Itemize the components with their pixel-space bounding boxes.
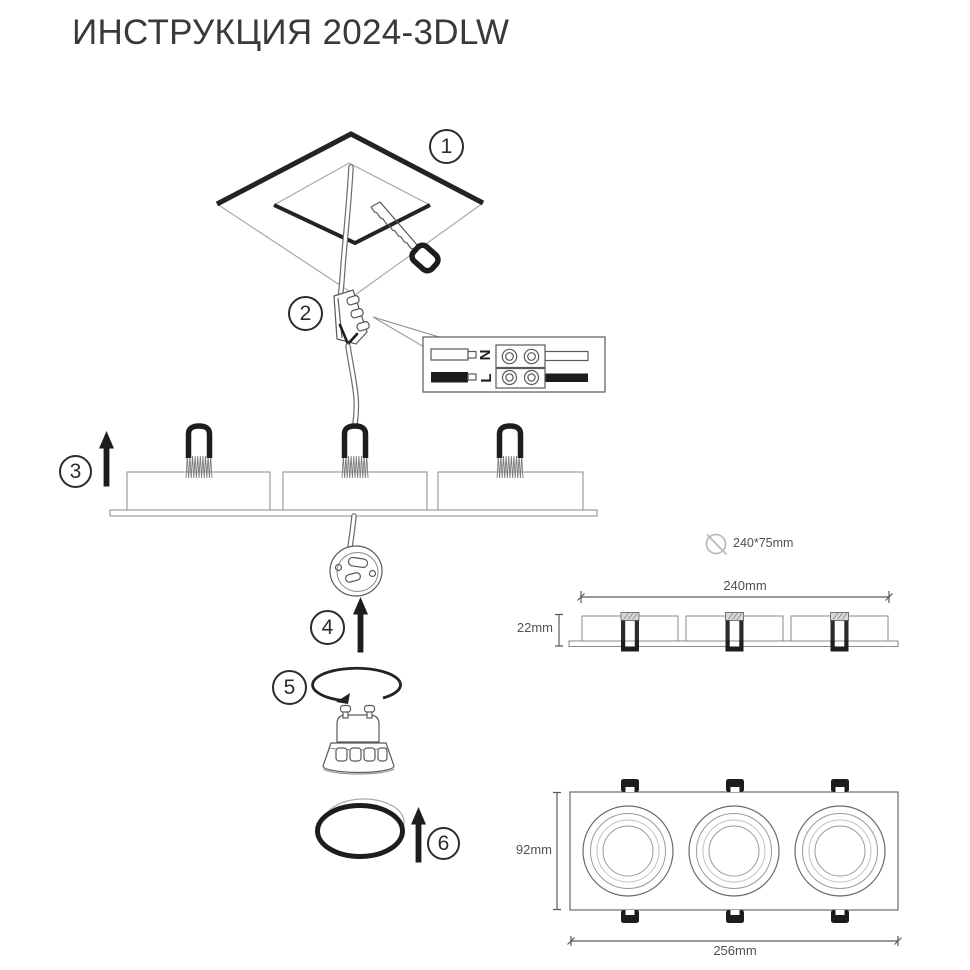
dimension-line-22mm — [555, 613, 563, 647]
cutout-symbol-icon — [705, 533, 728, 556]
connector-detail-box — [422, 336, 606, 393]
mounting-tab — [831, 779, 849, 792]
mounting-tab — [726, 910, 744, 923]
gu10-bulb-drawing — [322, 704, 395, 775]
step-number-4: 4 — [310, 610, 345, 645]
mounting-tab — [831, 910, 849, 923]
dimension-line-256mm — [567, 936, 902, 946]
spring-clip — [342, 426, 368, 478]
socket-cable — [347, 513, 357, 550]
neutral-terminal-label: N — [476, 349, 494, 361]
up-arrow-icon — [99, 431, 114, 487]
cutout-size-label: 240*75mm — [733, 536, 794, 550]
step-number-6: 6 — [427, 827, 460, 860]
rotate-arrow-icon — [311, 666, 402, 704]
live-wire — [431, 372, 588, 383]
mounting-tab — [726, 779, 744, 792]
spring-clip — [186, 426, 212, 478]
dimension-line-240mm — [577, 591, 893, 603]
fixture-body-drawing — [99, 426, 598, 517]
live-terminal-label: L — [477, 373, 495, 383]
dimension-line-92mm — [553, 791, 561, 911]
step-number-5: 5 — [272, 670, 307, 705]
step-number-3: 3 — [59, 455, 92, 488]
terminal-block — [495, 344, 546, 389]
face-height-label: 92mm — [515, 842, 552, 857]
page-title: ИНСТРУКЦИЯ 2024-3DLW — [72, 13, 510, 52]
mains-cable-upper — [337, 164, 354, 301]
step-number-2: 2 — [288, 296, 323, 331]
front-view-drawing — [553, 779, 902, 946]
mains-cable-lower — [345, 343, 360, 427]
body-length-label: 240mm — [723, 578, 767, 593]
spring-clip — [497, 426, 523, 478]
trim-ring-drawing — [315, 798, 405, 859]
gu10-socket-drawing — [329, 545, 383, 597]
up-arrow-icon — [411, 807, 426, 863]
mounting-tab — [621, 779, 639, 792]
body-height-label: 22mm — [516, 620, 553, 635]
saw-icon — [370, 201, 441, 274]
step-number-1: 1 — [429, 129, 464, 164]
face-length-label: 256mm — [713, 943, 757, 958]
up-arrow-icon — [353, 597, 368, 653]
side-view-drawing — [555, 591, 899, 652]
wire-connector-drawing — [333, 289, 370, 346]
mounting-tab — [621, 910, 639, 923]
